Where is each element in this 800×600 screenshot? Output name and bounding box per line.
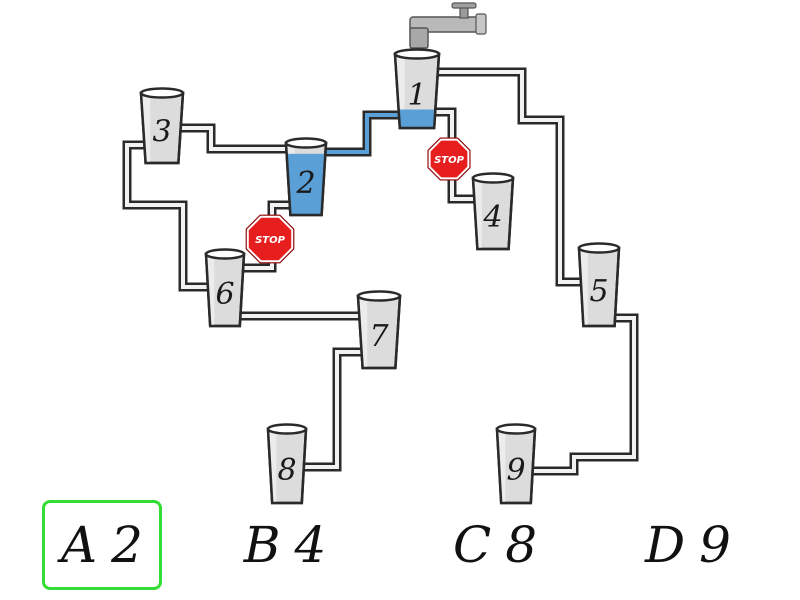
cup-2: 2: [284, 137, 328, 217]
cup-2-water-level: [286, 153, 326, 215]
cup-1-label: 1: [407, 78, 426, 113]
cup-2-label: 2: [295, 166, 315, 201]
cup-1-water-level: [395, 109, 439, 128]
cup-7: 7: [356, 290, 402, 370]
option-c-value: 8: [505, 516, 538, 574]
cup-6: 6: [204, 248, 246, 328]
option-d-letter: D: [645, 516, 686, 574]
cup-9: 9: [495, 423, 537, 505]
cup-1: 1: [393, 48, 441, 130]
cup-3-label: 3: [152, 115, 171, 150]
option-a-letter: A: [61, 516, 98, 574]
cup-9-label: 9: [506, 453, 525, 488]
option-c[interactable]: C 8: [435, 500, 555, 590]
stop-sign-1-text: STOP: [434, 155, 465, 166]
pipe-1-to-5: [427, 67, 589, 287]
cup-4: 4: [471, 172, 515, 251]
pipe-5-to-9: [528, 313, 639, 476]
stop-sign-1: STOP: [427, 137, 471, 181]
cup-8-label: 8: [277, 453, 296, 488]
faucet-icon: [409, 2, 487, 49]
cup-8: 8: [266, 423, 308, 505]
pipe-3-to-2: [173, 123, 297, 154]
pipe-network: [122, 67, 639, 476]
option-b-value: 4: [294, 516, 327, 574]
option-a[interactable]: A 2: [42, 500, 162, 590]
option-d[interactable]: D 9: [628, 500, 748, 590]
pipe-3-to-6: [122, 140, 217, 292]
option-d-value: 9: [699, 516, 731, 574]
option-c-letter: C: [452, 516, 492, 574]
cup-4-label: 4: [482, 200, 502, 235]
option-b[interactable]: B 4: [225, 500, 345, 590]
option-b-letter: B: [243, 516, 281, 574]
pipe-7-to-8: [299, 347, 367, 472]
cup-7-label: 7: [369, 319, 389, 354]
pipe-1-to-2: [317, 110, 408, 157]
cup-5: 5: [577, 242, 621, 328]
option-a-value: 2: [111, 516, 143, 574]
stop-sign-2: STOP: [245, 214, 295, 264]
stop-sign-2-text: STOP: [255, 235, 286, 246]
cup-3: 3: [139, 87, 185, 165]
cup-6-label: 6: [215, 277, 234, 312]
cup-5-label: 5: [589, 274, 608, 309]
